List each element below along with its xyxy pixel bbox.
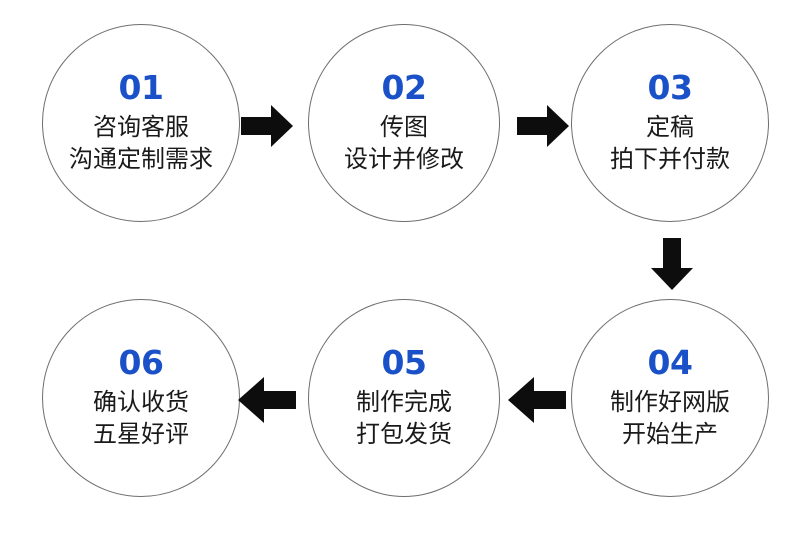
arrow-right-icon-02-03 <box>517 104 569 148</box>
flow-node-05[interactable]: 05 制作完成 打包发货 <box>308 299 500 497</box>
flow-node-04-number: 04 <box>647 342 693 382</box>
arrow-right-icon-01-02 <box>241 104 293 148</box>
flow-node-01[interactable]: 01 咨询客服 沟通定制需求 <box>42 24 240 222</box>
flow-node-06[interactable]: 06 确认收货 五星好评 <box>42 299 240 497</box>
flow-node-03-line2: 拍下并付款 <box>610 145 730 173</box>
flow-node-06-line1: 确认收货 <box>93 387 189 416</box>
arrow-left-icon-04-05 <box>508 376 566 424</box>
flow-node-04-line1: 制作好网版 <box>610 387 730 416</box>
flow-node-01-line2: 沟通定制需求 <box>69 145 213 173</box>
flow-node-03-line1: 定稿 <box>646 112 694 141</box>
flow-node-05-number: 05 <box>381 342 427 382</box>
arrow-down-icon-03-04 <box>650 238 694 290</box>
flow-node-02[interactable]: 02 传图 设计并修改 <box>308 24 500 222</box>
flow-node-06-number: 06 <box>118 342 164 382</box>
flow-node-02-number: 02 <box>381 67 427 107</box>
flow-node-04[interactable]: 04 制作好网版 开始生产 <box>571 299 769 497</box>
flow-node-03-number: 03 <box>647 67 693 107</box>
flow-node-05-line2: 打包发货 <box>356 420 452 448</box>
flow-node-01-number: 01 <box>118 67 164 107</box>
flow-node-02-line1: 传图 <box>380 112 428 141</box>
arrow-left-icon-05-06 <box>238 376 296 424</box>
flow-node-05-line1: 制作完成 <box>356 387 452 416</box>
flow-node-02-line2: 设计并修改 <box>344 145 464 173</box>
flow-node-04-line2: 开始生产 <box>622 420 718 448</box>
flow-node-06-line2: 五星好评 <box>93 420 189 448</box>
flow-node-03[interactable]: 03 定稿 拍下并付款 <box>571 24 769 222</box>
flow-node-01-line1: 咨询客服 <box>93 112 189 141</box>
